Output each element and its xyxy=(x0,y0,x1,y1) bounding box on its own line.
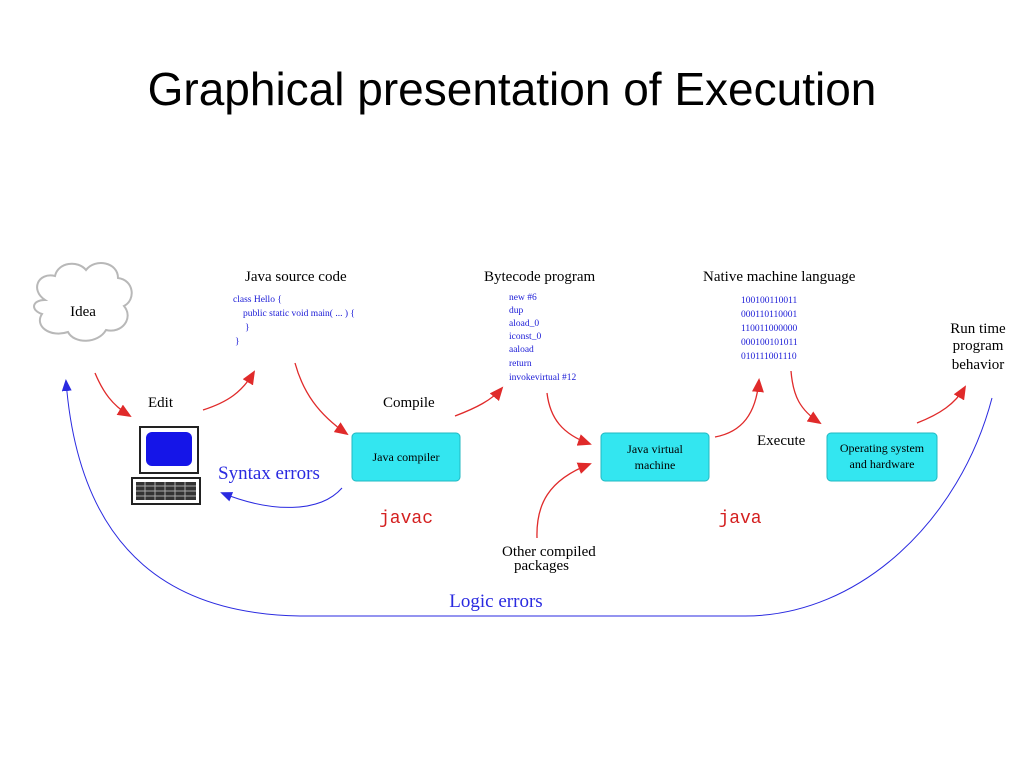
compile-label: Compile xyxy=(383,395,435,411)
other-packages-line: Other compiled xyxy=(502,544,596,560)
source-code: class Hello { public static void main( .… xyxy=(233,295,355,347)
jvm-label-line: Java virtual xyxy=(627,442,683,456)
native-heading: Native machine language xyxy=(703,269,856,285)
java-compiler-label: Java compiler xyxy=(373,450,440,464)
computer-icon xyxy=(131,426,201,505)
arrow-idea-to-edit xyxy=(94,372,132,418)
bytecode-line: aaload xyxy=(509,345,534,355)
arrow-os-to-runtime xyxy=(916,385,967,424)
idea-cloud: Idea xyxy=(33,262,133,342)
source-line: class Hello { xyxy=(233,295,282,305)
bytecode-line: aload_0 xyxy=(509,319,539,329)
native-code-listing: 100100110011 000110110001 110011000000 0… xyxy=(741,296,798,362)
native-line: 100100110011 xyxy=(741,296,798,306)
runtime-line: Run time xyxy=(950,321,1006,337)
os-label-line: and hardware xyxy=(850,457,915,471)
page-title: Graphical presentation of Execution xyxy=(147,63,877,115)
java-label: java xyxy=(718,509,761,529)
native-line: 010111001110 xyxy=(741,352,797,362)
bytecode-line: invokevirtual #12 xyxy=(509,373,577,383)
arrow-source-to-compiler xyxy=(294,362,349,436)
bytecode-line: return xyxy=(509,359,532,369)
jvm-box xyxy=(600,432,710,482)
arrow-bytecode-to-jvm xyxy=(546,392,592,446)
bytecode-line: iconst_0 xyxy=(509,332,541,342)
javac-label: javac xyxy=(379,509,433,529)
source-line: } xyxy=(235,337,240,347)
jvm-label-line: machine xyxy=(635,458,676,472)
syntax-errors-label: Syntax errors xyxy=(218,463,320,484)
idea-label: Idea xyxy=(70,304,96,320)
bytecode-listing: new #6 dup aload_0 iconst_0 aaload retur… xyxy=(509,293,577,383)
bytecode-heading: Bytecode program xyxy=(484,269,596,285)
execute-label: Execute xyxy=(757,433,806,449)
source-heading: Java source code xyxy=(245,269,347,285)
arrow-jvm-to-native xyxy=(714,378,764,438)
bytecode-line: new #6 xyxy=(509,293,537,303)
source-line: public static void main( ... ) { xyxy=(243,308,355,319)
runtime-line: program xyxy=(953,338,1004,354)
java-compiler-box xyxy=(351,432,461,482)
other-packages-line: packages xyxy=(514,558,569,574)
syntax-errors-arrow xyxy=(220,487,343,508)
logic-errors-label: Logic errors xyxy=(449,591,542,612)
native-line: 110011000000 xyxy=(741,324,798,334)
os-label-line: Operating system xyxy=(840,441,925,455)
logic-errors-arrow xyxy=(61,379,993,617)
native-line: 000100101011 xyxy=(741,338,798,348)
native-line: 000110110001 xyxy=(741,310,798,320)
os-box xyxy=(826,432,938,482)
arrow-packages-to-jvm xyxy=(536,462,592,539)
arrow-native-to-os xyxy=(790,370,822,425)
source-line: } xyxy=(245,323,250,333)
runtime-line: behavior xyxy=(952,357,1004,373)
edit-label: Edit xyxy=(148,395,174,411)
arrow-compiler-to-bytecode xyxy=(454,386,504,417)
arrow-edit-to-source xyxy=(202,370,256,411)
bytecode-line: dup xyxy=(509,306,524,316)
